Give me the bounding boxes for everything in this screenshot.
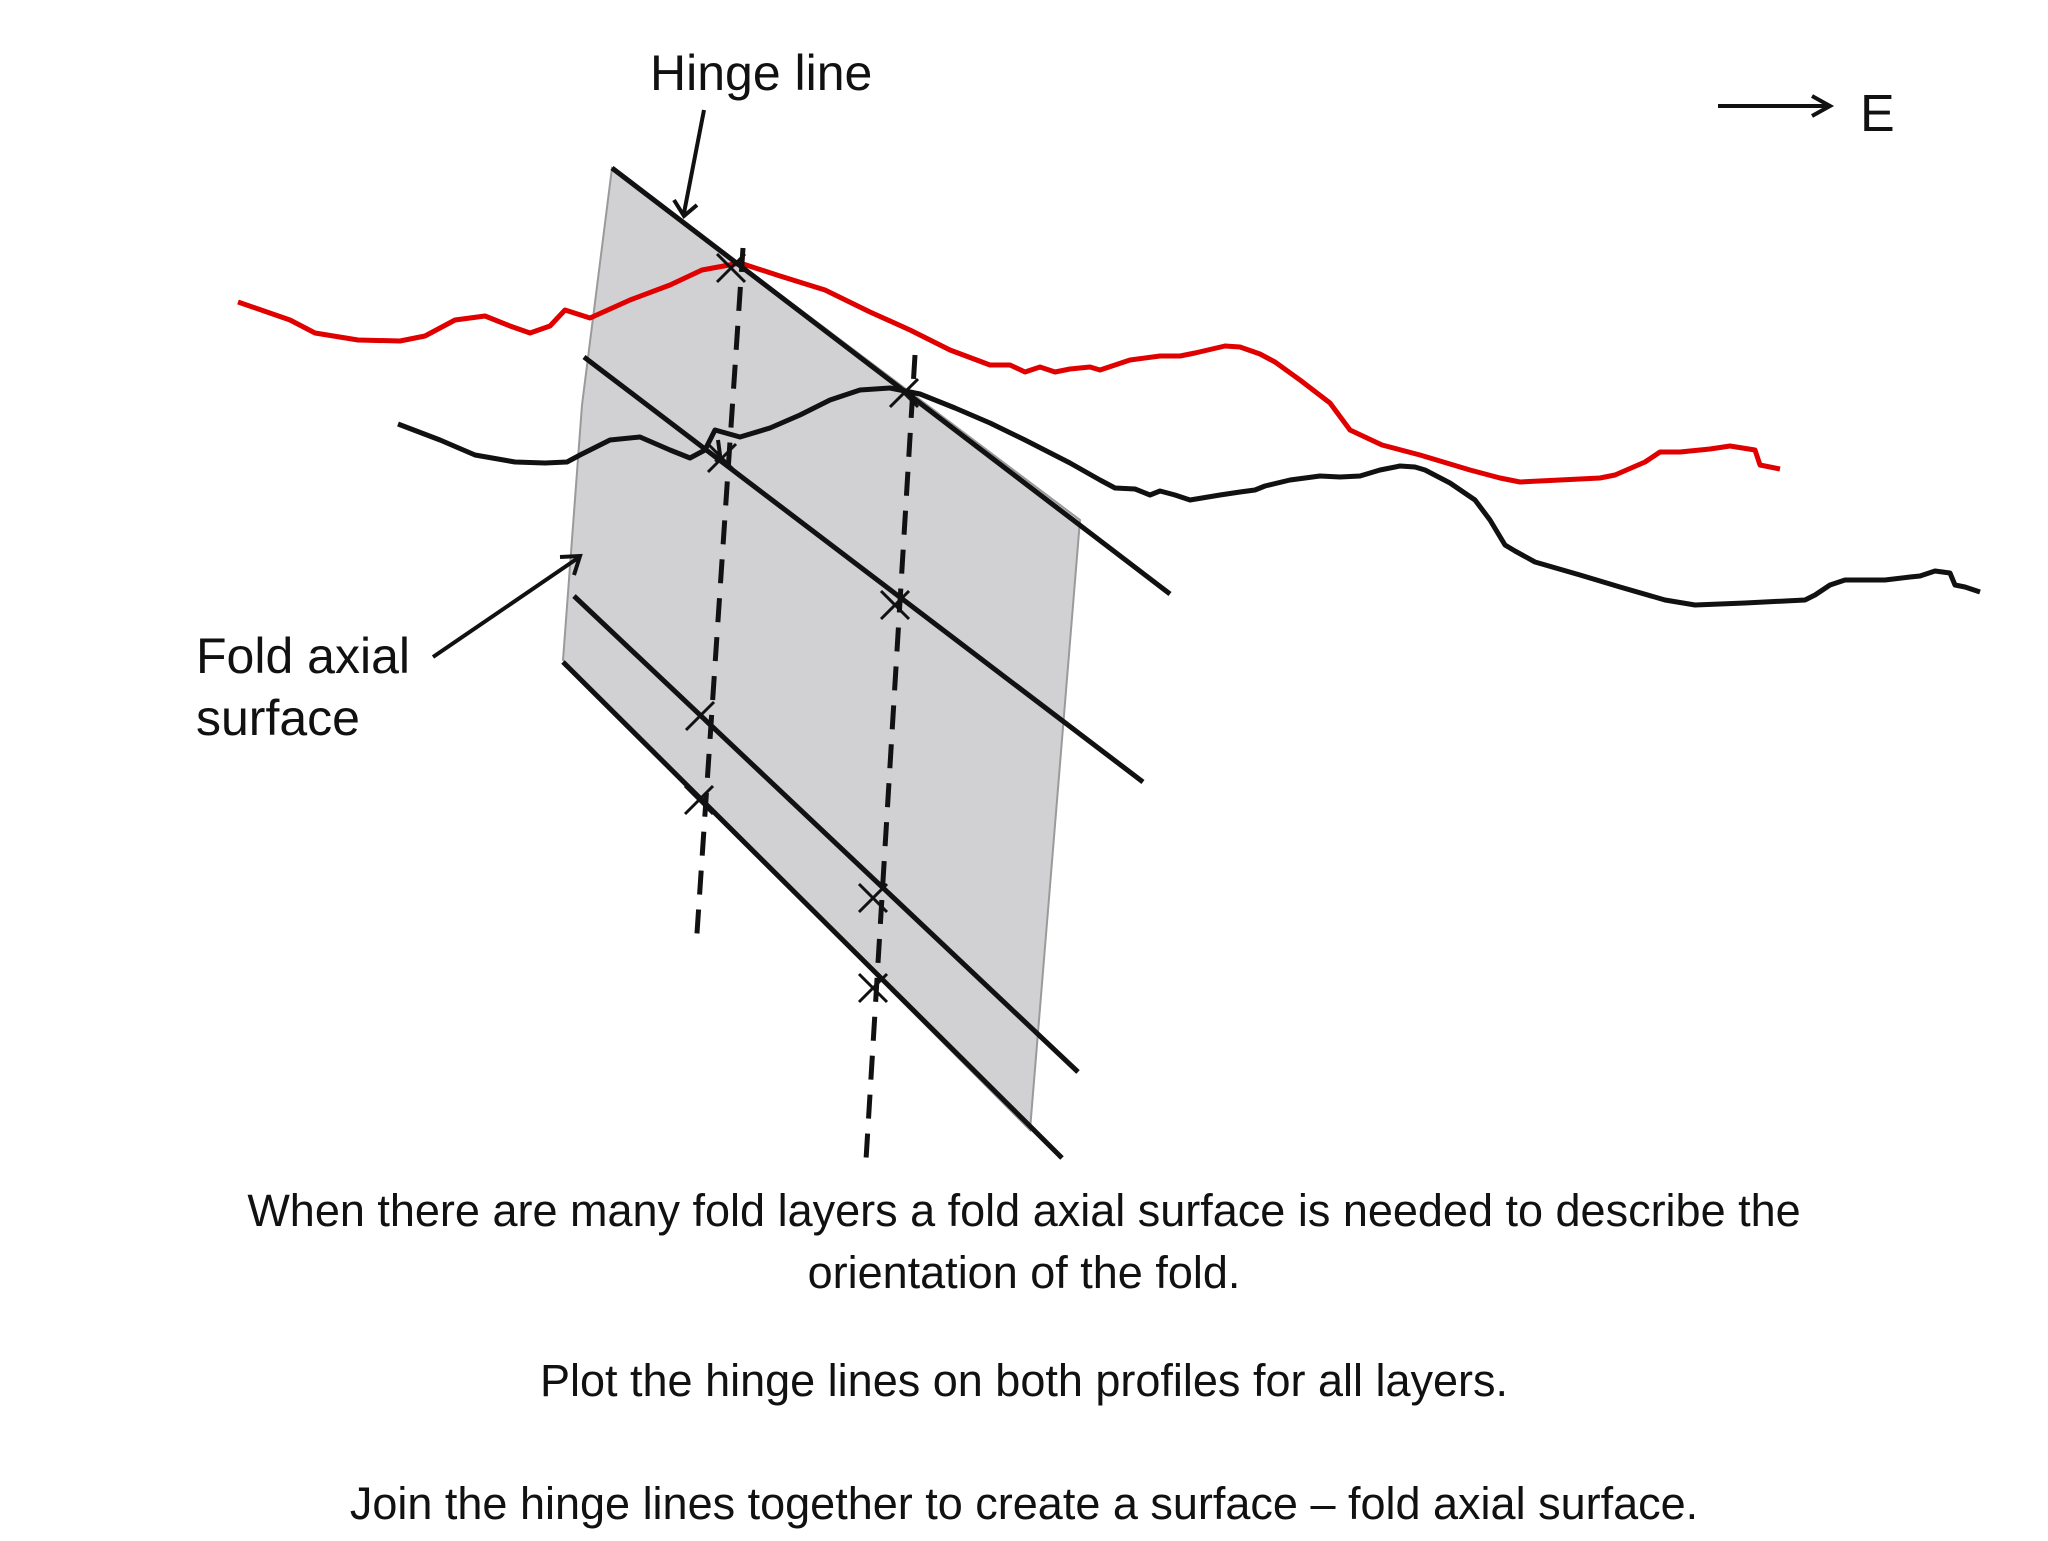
pointer-arrows — [431, 109, 706, 659]
fold-axial-label-line1: Fold axial — [196, 628, 410, 684]
fold-axial-surface-label: Fold axial surface — [196, 625, 410, 749]
caption-paragraph-2: Plot the hinge lines on both profiles fo… — [539, 1355, 1509, 1406]
fold-axial-surface-plane — [561, 166, 1082, 1133]
caption-line-1a: When there are many fold layers a fold a… — [247, 1185, 1801, 1236]
layer-lines — [561, 166, 1172, 1160]
caption-line-1b: orientation of the fold. — [807, 1247, 1241, 1298]
layer-line-3 — [572, 594, 1080, 1074]
east-direction-label: E — [1860, 85, 1895, 143]
layer-line-4 — [561, 660, 1064, 1160]
back-topographic-profile — [397, 385, 1981, 608]
caption-paragraph-1: When there are many fold layers a fold a… — [0, 1180, 2048, 1304]
hinge-line-label: Hinge line — [650, 45, 873, 101]
layer-line-2 — [582, 355, 1145, 784]
caption-paragraph-3: Join the hinge lines together to create … — [349, 1478, 1699, 1529]
x-marker-icon — [879, 589, 911, 621]
x-marker-icon — [857, 882, 889, 914]
fold-axial-label-line2: surface — [196, 690, 360, 746]
intersection-markers — [683, 252, 920, 1004]
x-marker-icon — [857, 972, 889, 1004]
x-marker-icon — [888, 377, 920, 409]
fold-axial-surface-pointer — [431, 553, 583, 659]
x-marker-icon — [683, 784, 715, 816]
hinge-lines — [693, 247, 918, 1161]
hinge-line-east — [863, 354, 918, 1161]
hinge-line-pointer — [672, 109, 706, 220]
x-marker-icon — [706, 442, 738, 474]
front-topographic-profile — [237, 260, 1781, 485]
east-arrow-icon — [1718, 94, 1835, 118]
x-marker-icon — [715, 252, 747, 284]
x-marker-icon — [684, 700, 716, 732]
